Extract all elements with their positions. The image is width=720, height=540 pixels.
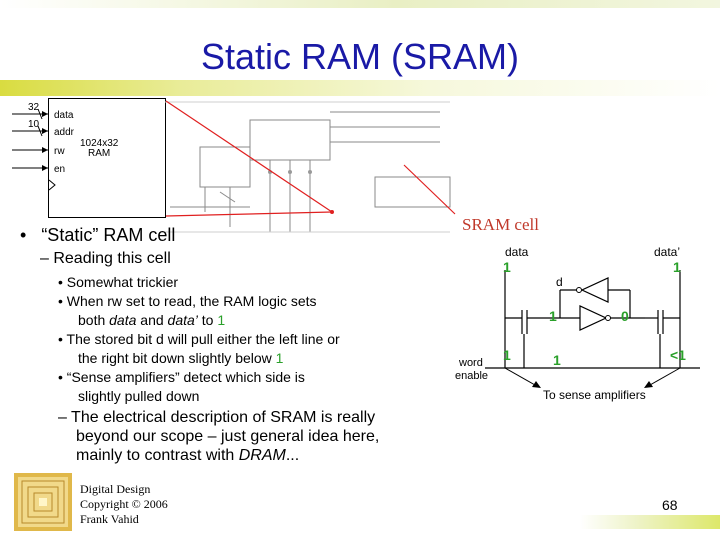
title-underline-bar: [0, 80, 720, 96]
footer-line: Copyright © 2006: [80, 497, 168, 511]
text-dram: DRAM: [238, 447, 286, 464]
word-enable-value: 1: [503, 347, 511, 363]
sense-amplifiers-label: To sense amplifiers: [543, 388, 646, 402]
word-enable-label-2: enable: [455, 370, 489, 382]
sub-bullet-reading: – Reading this cell: [40, 250, 171, 267]
data-width-label: 32: [28, 102, 40, 113]
item-rw-read-continued: both data and data’ to 1: [78, 311, 225, 330]
value-one: 1: [217, 312, 226, 328]
line: mainly to contrast with DRAM...: [58, 446, 379, 465]
text-data-prime: data’: [167, 312, 198, 328]
data-value: 1: [503, 259, 511, 275]
en-port-label: en: [54, 164, 66, 175]
text-data: data: [109, 312, 137, 328]
left-node-value: 1: [549, 308, 557, 324]
text: ...: [285, 447, 300, 464]
ram-name-label: RAM: [88, 148, 111, 159]
sram-cell-diagram: [485, 270, 700, 388]
text: mainly to contrast with: [76, 447, 239, 464]
line: – The electrical description of SRAM is …: [58, 409, 376, 426]
item-stored-bit-continued: the right bit down slightly below 1: [78, 349, 283, 368]
item-sense-amplifiers: • “Sense amplifiers” detect which side i…: [58, 369, 305, 385]
addr-width-label: 10: [28, 119, 40, 130]
top-decor-bar: [0, 0, 720, 8]
rw-port-label: rw: [54, 146, 65, 157]
text: both: [78, 312, 110, 328]
word-enable-label-1: word: [459, 357, 483, 369]
slide-title: Static RAM (SRAM): [200, 36, 520, 77]
item-rw-read: • When rw set to read, the RAM logic set…: [58, 293, 317, 309]
right-bitline-value: <1: [670, 347, 686, 363]
middle-value: 1: [553, 352, 561, 368]
line: beyond our scope – just general idea her…: [76, 428, 380, 445]
data-prime-value: 1: [673, 259, 681, 275]
footer-line: Digital Design: [80, 482, 151, 496]
bullet-dot: •: [20, 225, 42, 245]
bullet-static-ram-cell: • “Static” RAM cell: [20, 225, 175, 246]
footer-decor-bar: [580, 515, 720, 529]
stored-bit-d-label: d: [556, 275, 563, 289]
footer-copyright: Digital Design Copyright © 2006 Frank Va…: [80, 482, 168, 527]
ram-block: [48, 98, 166, 218]
ram-block-wires: [12, 108, 56, 191]
text: and: [136, 312, 168, 328]
item-trickier: • Somewhat trickier: [58, 274, 179, 290]
footer-line: Frank Vahid: [80, 512, 139, 526]
text: to: [197, 312, 218, 328]
data-port-label: data: [54, 110, 74, 121]
ram-size-label: 1024x32: [80, 138, 119, 149]
page-number: 68: [662, 497, 678, 513]
book-cover-logo: [14, 473, 72, 531]
sram-cell-title: SRAM cell: [462, 215, 539, 234]
item-sense-amplifiers-continued: slightly pulled down: [78, 388, 200, 404]
item-stored-bit: • The stored bit d will pull either the …: [58, 331, 340, 347]
sub-bullet-electrical: – The electrical description of SRAM is …: [58, 408, 379, 465]
bitline-data-label: data: [505, 245, 529, 259]
value-one: 1: [275, 350, 284, 366]
text: the right bit down slightly below: [78, 350, 276, 366]
bitline-data-prime-label: data’: [654, 245, 681, 259]
right-node-value: 0: [621, 308, 629, 324]
addr-port-label: addr: [54, 127, 75, 138]
bullet-text: “Static” RAM cell: [41, 225, 176, 245]
